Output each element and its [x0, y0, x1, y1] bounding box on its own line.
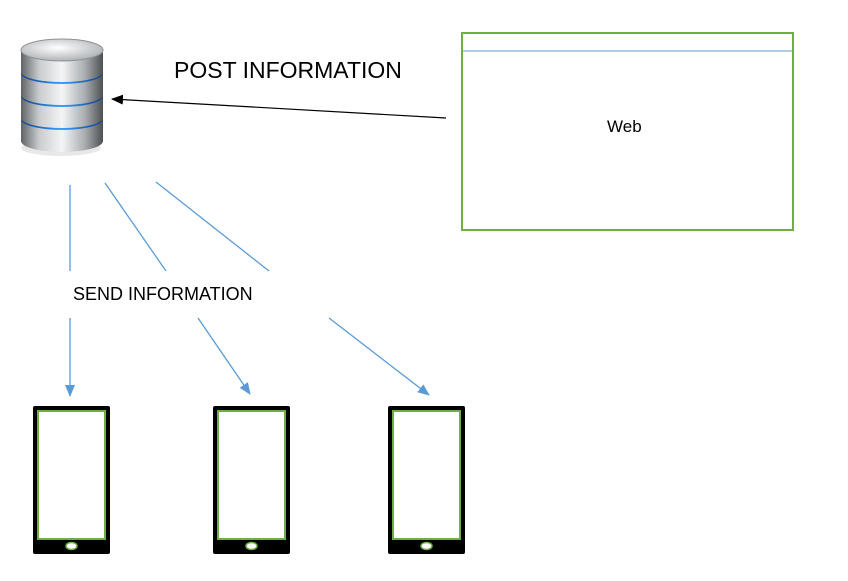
- post-information-label: POST INFORMATION: [174, 57, 402, 83]
- send-line-2-upper: [104, 182, 167, 272]
- smartphone-icon: [33, 406, 110, 554]
- send-line-3-upper: [155, 181, 270, 272]
- database-server-icon: [20, 38, 104, 156]
- smartphone-icon: [388, 406, 465, 554]
- send-information-label: SEND INFORMATION: [73, 284, 253, 304]
- send-arrow-2: [197, 317, 251, 395]
- web-window: [461, 32, 794, 231]
- web-label: Web: [607, 117, 642, 136]
- smartphone-icon: [213, 406, 290, 554]
- post-arrow: [111, 94, 447, 119]
- send-arrow-3: [328, 317, 430, 396]
